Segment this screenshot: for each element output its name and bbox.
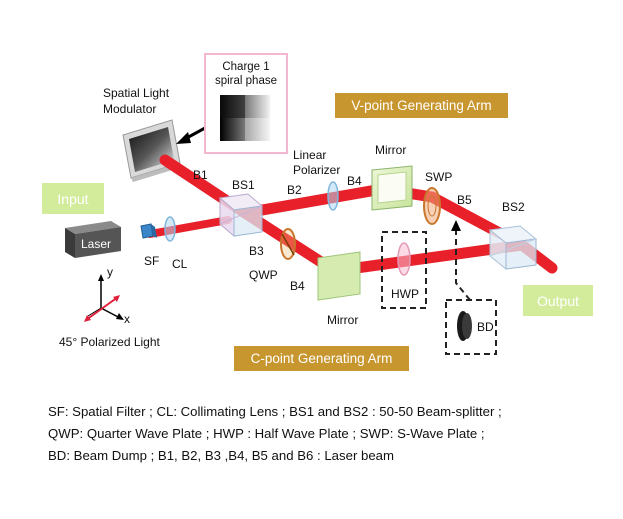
beam-label-b3: B3 xyxy=(249,244,264,258)
beam-label-b5: B5 xyxy=(457,193,472,207)
mirror-top-label: Mirror xyxy=(375,143,407,157)
spatial-light-modulator xyxy=(122,119,182,182)
swp-label: SWP xyxy=(425,170,453,184)
bs1-label: BS1 xyxy=(232,178,255,192)
spiral-phase-image xyxy=(220,95,270,141)
beam-dump xyxy=(457,311,472,341)
polarized-light-label: 45° Polarized Light xyxy=(59,335,160,349)
quarter-wave-plate xyxy=(280,228,296,260)
spatial-filter xyxy=(140,223,157,239)
v-point-arm-banner: V-point Generating Arm xyxy=(335,93,508,118)
spiral-phase-inset: Charge 1 spiral phase xyxy=(204,53,288,154)
bd-label: BD xyxy=(477,320,494,334)
slm-label-line2: Modulator xyxy=(103,102,157,116)
bd-connector xyxy=(455,230,471,301)
linear-polarizer-label-line1: Linear xyxy=(293,148,327,162)
axis-indicator xyxy=(84,274,124,322)
inset-pointer-arrow xyxy=(176,126,206,144)
linear-polarizer xyxy=(327,181,339,211)
input-box: Input xyxy=(42,183,104,214)
s-wave-plate xyxy=(423,187,441,225)
beam-splitter-2 xyxy=(488,225,538,271)
bd-dashed-box xyxy=(445,299,497,355)
hwp-label: HWP xyxy=(391,287,419,301)
laser-label: Laser xyxy=(81,237,112,251)
beam-label-b4-bottom: B4 xyxy=(290,279,305,293)
legend-line-1: SF: Spatial Filter ; CL: Collimating Len… xyxy=(48,404,502,419)
half-wave-plate xyxy=(397,242,411,276)
beam-label-b1: B1 xyxy=(193,168,208,182)
beam-label-b2: B2 xyxy=(287,183,302,197)
axis-x-label: x xyxy=(124,312,130,326)
beam-input xyxy=(146,216,232,238)
qwp-label: QWP xyxy=(249,268,278,282)
legend-line-2: QWP: Quarter Wave Plate ; HWP : Half Wav… xyxy=(48,426,485,441)
hwp-dashed-box xyxy=(381,231,427,309)
sf-label: SF xyxy=(144,254,160,268)
axis-y-label: y xyxy=(107,265,113,279)
output-box: Output xyxy=(523,285,593,316)
inset-title-line1: Charge 1 xyxy=(222,61,270,73)
bd-arrowhead xyxy=(451,220,461,231)
c-point-arm-banner: C-point Generating Arm xyxy=(234,346,409,371)
mirror-top xyxy=(371,165,413,211)
slm-label-line1: Spatial Light xyxy=(103,86,170,100)
polarization-arrow xyxy=(85,296,119,321)
legend-line-3: BD: Beam Dump ; B1, B2, B3 ,B4, B5 and B… xyxy=(48,448,394,463)
collimating-lens xyxy=(164,216,176,242)
inset-title-line2: spiral phase xyxy=(214,75,277,87)
laser-source xyxy=(65,221,121,258)
beam-splitter-1 xyxy=(218,193,264,238)
beam-b2 xyxy=(239,183,388,219)
mirror-bottom xyxy=(317,251,361,301)
mirror-bottom-label: Mirror xyxy=(327,313,359,327)
beam-label-b4-top: B4 xyxy=(347,174,362,188)
linear-polarizer-label-line2: Polarizer xyxy=(293,163,341,177)
legend: SF: Spatial Filter ; CL: Collimating Len… xyxy=(48,401,502,467)
bs2-label: BS2 xyxy=(502,200,525,214)
cl-label: CL xyxy=(172,257,188,271)
